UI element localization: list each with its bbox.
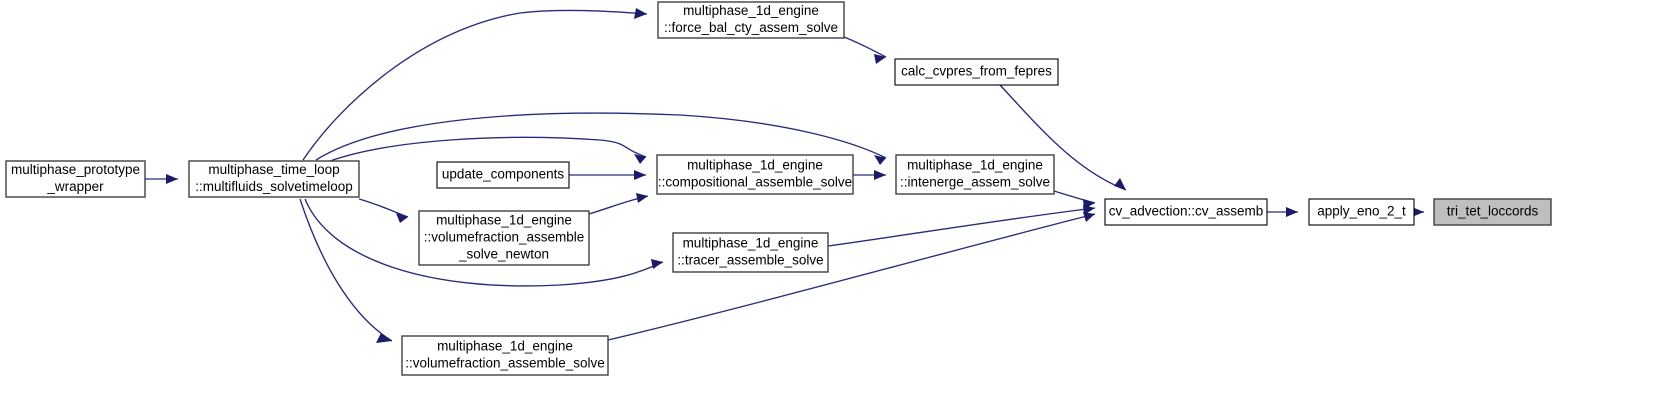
arrowhead-icon bbox=[634, 170, 646, 180]
call-edge bbox=[145, 174, 178, 184]
call-edge bbox=[843, 36, 887, 64]
arrowhead-icon bbox=[651, 259, 663, 269]
node-label-line: multiphase_1d_engine bbox=[687, 158, 823, 173]
node-box[interactable] bbox=[188, 160, 360, 198]
node-box[interactable] bbox=[1308, 198, 1415, 226]
node-box[interactable] bbox=[418, 210, 590, 266]
graph-node-volumefraction_assemble_solve_newton[interactable]: multiphase_1d_engine::volumefraction_ass… bbox=[418, 210, 590, 266]
node-label-line: ::volumefraction_assemble bbox=[424, 230, 585, 245]
call-edge bbox=[827, 205, 1096, 247]
arrowhead-icon bbox=[1114, 178, 1126, 190]
node-label-line: calc_cvpres_from_fepres bbox=[901, 64, 1052, 79]
graph-node-cv_advection_cv_assemb[interactable]: cv_advection::cv_assemb bbox=[1104, 198, 1268, 226]
graph-node-calc_cvpres_from_fepres[interactable]: calc_cvpres_from_fepres bbox=[894, 58, 1059, 86]
node-label-line: multiphase_1d_engine bbox=[436, 213, 572, 228]
node-box[interactable] bbox=[1433, 198, 1552, 226]
nodes-layer: multiphase_prototype _wrapper multiphase_t… bbox=[5, 1, 1552, 376]
node-label-line: ::tracer_assemble_solve bbox=[677, 253, 823, 268]
arrowhead-icon bbox=[1412, 207, 1424, 217]
arrowhead-icon bbox=[166, 174, 178, 184]
node-label-line: apply_eno_2_t bbox=[1317, 204, 1406, 219]
graph-node-force_bal_cty_assem_solve[interactable]: multiphase_1d_engine::force_bal_cty_asse… bbox=[657, 1, 845, 39]
call-edge bbox=[607, 212, 1096, 341]
graph-node-apply_eno_2_t[interactable]: apply_eno_2_t bbox=[1308, 198, 1415, 226]
node-label-line: _solve_newton bbox=[458, 247, 549, 262]
call-edge bbox=[329, 136, 647, 164]
node-box[interactable] bbox=[894, 58, 1059, 86]
edge-line bbox=[329, 136, 647, 162]
edge-line bbox=[358, 198, 409, 218]
arrowhead-icon bbox=[376, 333, 392, 343]
node-label-line: multiphase_prototype bbox=[11, 162, 140, 177]
call-edge bbox=[999, 84, 1127, 191]
node-label-line: _wrapper bbox=[46, 179, 104, 194]
graph-node-multiphase_prototype_wrapper[interactable]: multiphase_prototype _wrapper bbox=[5, 160, 146, 198]
node-label-line: cv_advection::cv_assemb bbox=[1109, 204, 1264, 219]
call-edge bbox=[299, 198, 393, 343]
node-box[interactable] bbox=[657, 1, 845, 39]
call-edge bbox=[358, 198, 409, 223]
arrowhead-icon bbox=[634, 154, 646, 164]
node-box[interactable] bbox=[895, 154, 1055, 195]
node-label-line: ::multifluids_solvetimeloop bbox=[195, 179, 353, 194]
node-label-line: multiphase_1d_engine bbox=[683, 236, 819, 251]
edge-line bbox=[302, 9, 648, 161]
call-edge bbox=[569, 170, 646, 180]
call-edge bbox=[1412, 207, 1424, 217]
call-edge bbox=[588, 193, 649, 215]
graph-node-tri_tet_loccords[interactable]: tri_tet_loccords bbox=[1433, 198, 1552, 226]
edge-line bbox=[999, 84, 1127, 191]
node-label-line: tri_tet_loccords bbox=[1447, 204, 1539, 219]
node-label-line: ::volumefraction_assemble_solve bbox=[405, 356, 605, 371]
call-edge bbox=[302, 8, 648, 161]
call-edge bbox=[1267, 207, 1298, 217]
edge-line bbox=[304, 198, 664, 287]
node-box[interactable] bbox=[5, 160, 146, 198]
arrowhead-icon bbox=[874, 155, 886, 165]
arrowhead-icon bbox=[1083, 212, 1095, 222]
graph-node-update_components[interactable]: update_components bbox=[436, 161, 570, 189]
node-box[interactable] bbox=[656, 154, 854, 195]
arrowhead-icon bbox=[634, 8, 647, 19]
arrowhead-icon bbox=[396, 213, 408, 223]
edge-line bbox=[607, 213, 1096, 341]
graph-node-multifluids_solvetimeloop[interactable]: multiphase_time_loop::multifluids_solvet… bbox=[188, 160, 360, 198]
node-box[interactable] bbox=[672, 232, 829, 273]
edge-line bbox=[827, 207, 1096, 247]
arrowhead-icon bbox=[874, 54, 886, 64]
node-label-line: update_components bbox=[442, 167, 565, 182]
arrowhead-icon bbox=[1286, 207, 1298, 217]
node-box[interactable] bbox=[1104, 198, 1268, 226]
graph-node-tracer_assemble_solve[interactable]: multiphase_1d_engine::tracer_assemble_so… bbox=[672, 232, 829, 273]
edge-line bbox=[299, 198, 393, 342]
call-edge bbox=[304, 198, 664, 287]
call-edge bbox=[853, 170, 886, 180]
node-label-line: ::force_bal_cty_assem_solve bbox=[664, 20, 838, 35]
edge-line bbox=[843, 36, 887, 58]
node-label-line: multiphase_1d_engine bbox=[437, 339, 573, 354]
edges-layer bbox=[145, 8, 1424, 343]
node-box[interactable] bbox=[436, 161, 570, 189]
node-label-line: ::intenerge_assem_solve bbox=[900, 175, 1050, 190]
graph-node-intenerge_assem_solve[interactable]: multiphase_1d_engine::intenerge_assem_so… bbox=[895, 154, 1055, 195]
arrowhead-icon bbox=[636, 193, 648, 203]
node-label-line: multiphase_1d_engine bbox=[683, 3, 819, 18]
node-label-line: multiphase_1d_engine bbox=[907, 158, 1043, 173]
arrowhead-icon bbox=[874, 170, 886, 180]
node-label-line: ::compositional_assemble_solve bbox=[658, 175, 852, 190]
node-label-line: multiphase_time_loop bbox=[208, 162, 339, 177]
call-edge bbox=[1053, 190, 1096, 209]
graph-node-volumefraction_assemble_solve[interactable]: multiphase_1d_engine::volumefraction_ass… bbox=[401, 335, 609, 376]
node-box[interactable] bbox=[401, 335, 609, 376]
call-edge bbox=[315, 112, 887, 165]
graph-node-compositional_assemble_solve[interactable]: multiphase_1d_engine::compositional_asse… bbox=[656, 154, 854, 195]
edge-line bbox=[315, 112, 887, 161]
